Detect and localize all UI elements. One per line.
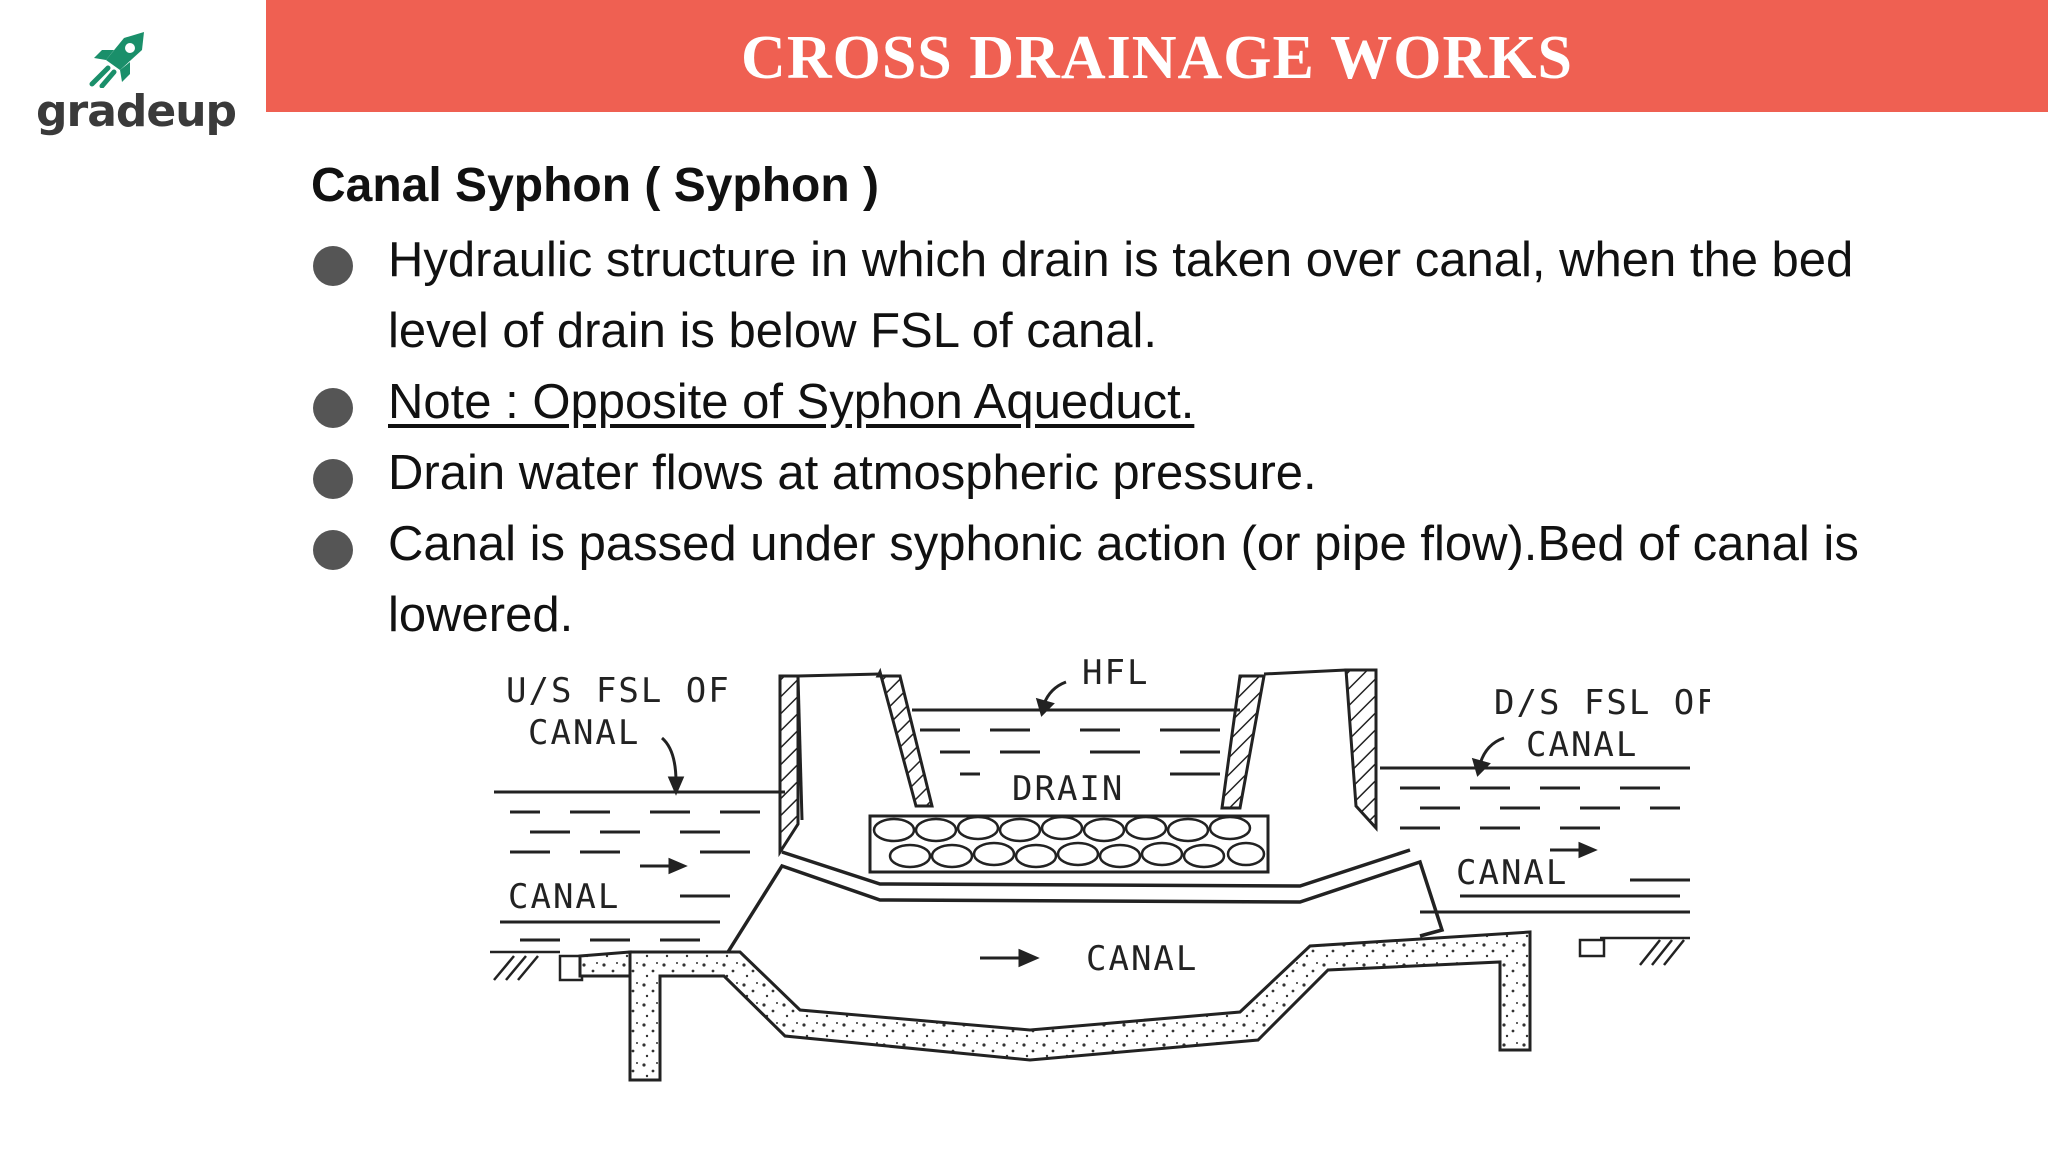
bullet-text: Hydraulic structure in which drain is ta… [388,233,1854,358]
drain-trough-inner [781,848,1411,888]
bullet-icon [313,388,353,428]
us-fsl-label-1: U/S FSL OF [506,671,731,711]
leader-arrows [660,680,1505,968]
left-wall-outer [778,674,800,858]
drain-label: DRAIN [1012,769,1124,809]
drain-water [912,708,1240,776]
canal-left-label: CANAL [508,877,620,917]
right-wall-outer [1344,668,1378,832]
hfl-label: HFL [1082,653,1149,693]
ds-canal-water [1380,766,1690,914]
canal-center-label: CANAL [1086,939,1198,979]
right-wall-inner [1220,674,1266,810]
title-banner: CROSS DRAINAGE WORKS [266,0,2048,112]
bullet-item: Hydraulic structure in which drain is ta… [311,225,1951,367]
bullet-text-note: Note : Opposite of Syphon Aqueduct. [388,375,1195,429]
bullet-icon [313,459,353,499]
canal-floor-concrete [628,930,1532,1082]
bullet-icon [313,246,353,286]
bullet-list: Hydraulic structure in which drain is ta… [311,225,1951,651]
canal-syphon-diagram: U/S FSL OF CANAL HFL DRAIN D/S FSL OF CA… [490,653,1710,1082]
page-title: CROSS DRAINAGE WORKS [741,23,1573,92]
canal-right-label: CANAL [1456,853,1568,893]
bullet-icon [313,530,353,570]
us-canal-water [494,790,785,942]
logo-wordmark: gradeup [36,86,237,137]
us-fsl-label-2: CANAL [528,713,640,753]
pitching-stones [872,815,1266,869]
section-heading: Canal Syphon ( Syphon ) [311,159,880,212]
ground-hatch-right [1578,936,1690,966]
left-wall-inner [875,667,934,808]
bullet-text: Canal is passed under syphonic action (o… [388,517,1859,642]
bullet-item: Canal is passed under syphonic action (o… [311,509,1951,651]
gradeup-logo[interactable]: gradeup [36,28,237,138]
canal-floor-concrete-left [578,950,632,978]
ds-fsl-label-1: D/S FSL OF [1494,683,1710,723]
ds-fsl-label-2: CANAL [1526,725,1638,765]
bullet-item: Drain water flows at atmospheric pressur… [311,438,1951,509]
bullet-text: Drain water flows at atmospheric pressur… [388,446,1317,500]
rocket-icon [89,32,144,88]
canal-barrel-outline [726,859,1445,953]
bullet-item: Note : Opposite of Syphon Aqueduct. [311,367,1951,438]
ground-hatch-left [490,950,584,982]
